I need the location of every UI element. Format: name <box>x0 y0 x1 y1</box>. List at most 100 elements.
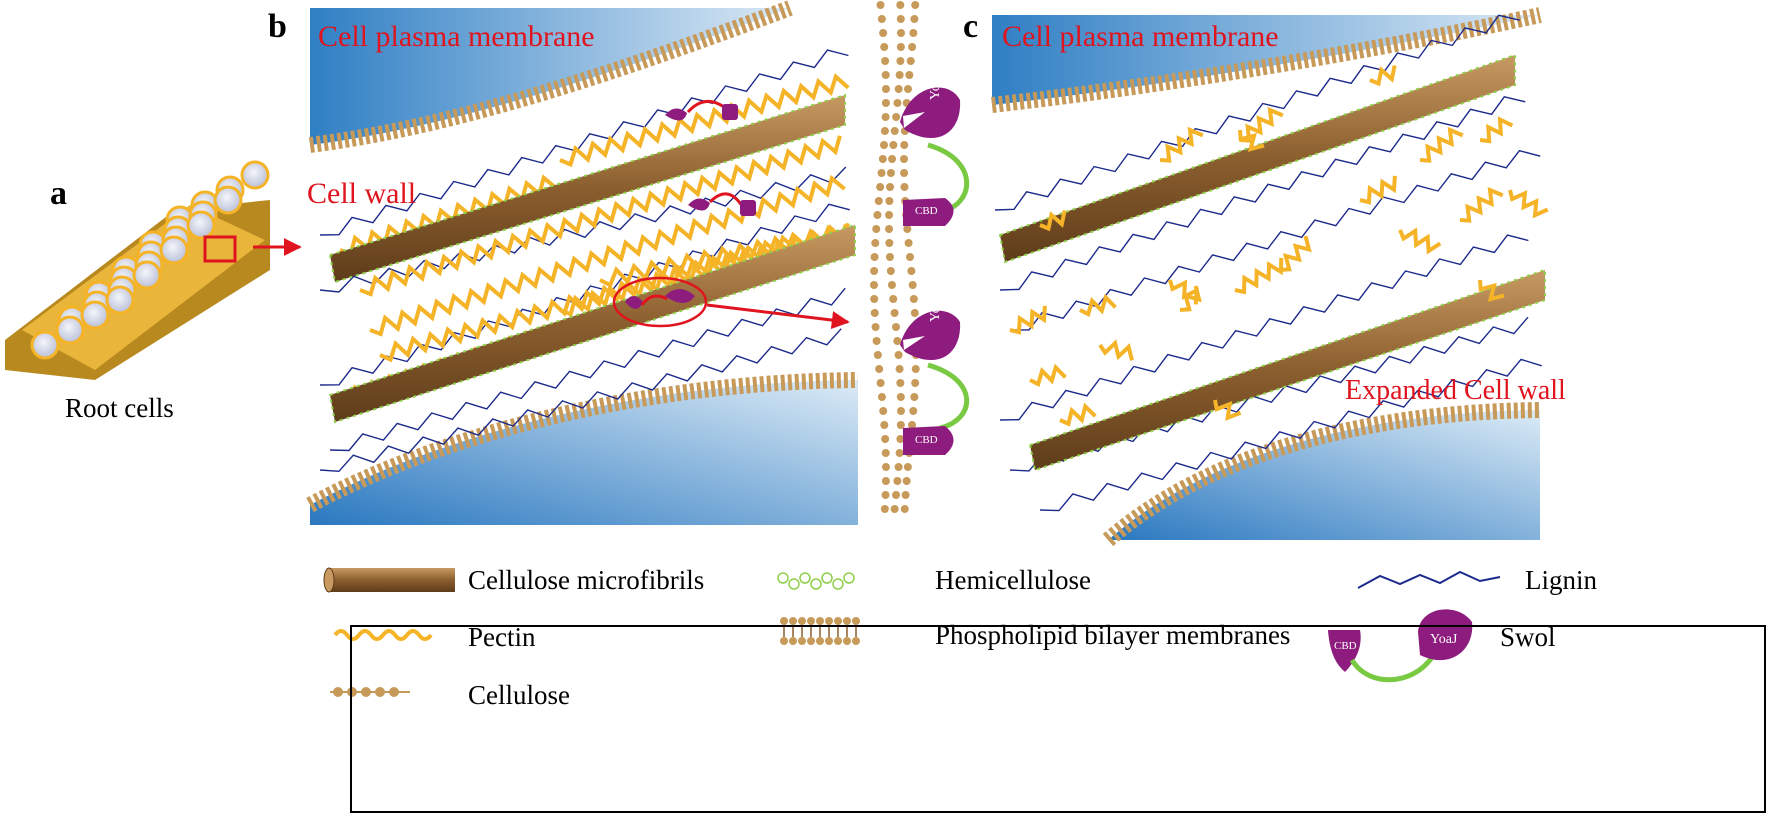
panel-letter-a: a <box>50 175 67 212</box>
cellulose-bead <box>894 351 903 359</box>
pectin-fragment <box>1039 210 1067 232</box>
lipid-head <box>834 617 842 625</box>
lignin-strand <box>319 203 850 386</box>
cellulose-bead <box>891 323 900 331</box>
lower-cell-cytoplasm-c <box>1108 410 1540 540</box>
legend-cbd-label: CBD <box>1334 640 1357 652</box>
cellulose-bead <box>872 225 881 233</box>
cellulose-bead <box>893 99 902 107</box>
cellulose-bead <box>881 449 890 457</box>
lipid-head <box>825 617 833 625</box>
cellulose-bead <box>876 183 885 191</box>
pectin-fragment <box>1159 126 1204 163</box>
swol-protein-large-upper <box>900 87 970 226</box>
legend-phospholipid-label: Phospholipid bilayer membranes <box>935 620 1291 650</box>
cellulose-bead <box>910 309 919 317</box>
cellulose-bead <box>900 141 909 149</box>
lignin-strand <box>1039 358 1542 512</box>
cellulose-microfibril <box>328 223 856 424</box>
panel-letter-b: b <box>268 8 287 45</box>
panel-b-cell-wall <box>306 0 859 525</box>
highlight-ellipse <box>612 276 708 328</box>
cellulose-bead <box>909 295 918 303</box>
cellulose-bead <box>881 99 890 107</box>
cellulose-chains <box>870 1 920 513</box>
hemicellulose-loop <box>843 572 855 584</box>
cellulose-bead <box>881 477 890 485</box>
cellulose-bead <box>896 435 905 443</box>
cellulose-bead <box>889 295 898 303</box>
cellulose-bead <box>909 407 918 415</box>
cellulose-bead <box>870 281 879 289</box>
hemicellulose-loop <box>821 572 833 584</box>
panel-c-expanded-cell-wall <box>991 7 1549 547</box>
lipid-head <box>780 617 788 625</box>
cellulose-bead <box>873 211 882 219</box>
pectin-fragment <box>1098 339 1134 361</box>
hemicellulose-loop <box>788 578 800 590</box>
cellulose-microfibril <box>998 53 1516 264</box>
cellulose-bead <box>907 267 916 275</box>
pectin-fragment <box>1059 402 1097 427</box>
cellulose-bead <box>871 323 880 331</box>
pectin-fragment <box>1508 189 1549 219</box>
lignin-strand <box>999 234 1529 421</box>
cellulose-bead <box>893 477 902 485</box>
cellulose-bead <box>896 43 905 51</box>
cellulose-bead <box>890 505 899 513</box>
cellulose-microfibril <box>1028 268 1546 472</box>
zoom-region-box <box>203 235 237 263</box>
yoaj-label-lower: YoaJ <box>928 294 943 322</box>
upper-cell-cytoplasm <box>310 8 790 145</box>
cellulose-bead <box>900 155 909 163</box>
swol-protein-small <box>665 100 738 121</box>
cellulose-bead <box>910 393 919 401</box>
pectin-fragments-c <box>1009 65 1549 427</box>
lignin-strand <box>1009 316 1529 472</box>
cellulose-bead <box>905 71 914 79</box>
legend-cellulose-icon <box>330 687 410 697</box>
cellulose-bead <box>906 253 915 261</box>
pectin-fragment <box>1168 279 1199 305</box>
cellulose-bead <box>874 197 883 205</box>
cellulose-bead <box>904 239 913 247</box>
cellulose-bead <box>909 29 918 37</box>
cellulose-bead <box>879 407 888 415</box>
lipid-head <box>834 637 842 645</box>
cellulose-bead <box>908 43 917 51</box>
root-cell <box>213 185 243 215</box>
pectin-fragment <box>1479 116 1514 144</box>
cellulose-bead <box>908 281 917 289</box>
cellulose-bead <box>879 29 888 37</box>
expanded-cell-wall-label: Expanded Cell wall <box>1345 375 1566 406</box>
pectin-fragment <box>1419 126 1464 163</box>
pectin-fragment <box>1369 65 1397 87</box>
lipid-head <box>789 637 797 645</box>
lignin-network-c <box>994 14 1542 512</box>
lower-cell-cytoplasm <box>310 380 858 525</box>
cellulose-bead <box>880 127 889 135</box>
cellulose-bead <box>894 463 903 471</box>
cellulose-bead <box>880 43 889 51</box>
pectin-chain <box>359 135 842 297</box>
hemicellulose-loop <box>832 578 844 590</box>
cellulose-bead <box>901 491 910 499</box>
lipid-head <box>798 637 806 645</box>
legend-phospholipid-icon <box>780 617 860 645</box>
cellulose-bead <box>896 379 905 387</box>
cellulose-bead <box>910 15 919 23</box>
swol-protein-large-lower <box>900 310 970 455</box>
cellulose-bead <box>887 281 896 289</box>
cellulose-bead <box>900 183 909 191</box>
legend-cellulose-microfibril-icon <box>323 567 455 593</box>
root-cell <box>55 315 85 345</box>
lipid-head <box>852 617 860 625</box>
cellulose-bead <box>872 337 881 345</box>
legend-box <box>350 625 1766 813</box>
lignin-network-b <box>319 49 850 473</box>
root-cell <box>105 285 135 315</box>
legend-icons <box>323 567 1501 697</box>
cellulose-bead <box>890 309 899 317</box>
lignin-strand <box>329 287 846 452</box>
lignin-strand <box>319 328 842 473</box>
